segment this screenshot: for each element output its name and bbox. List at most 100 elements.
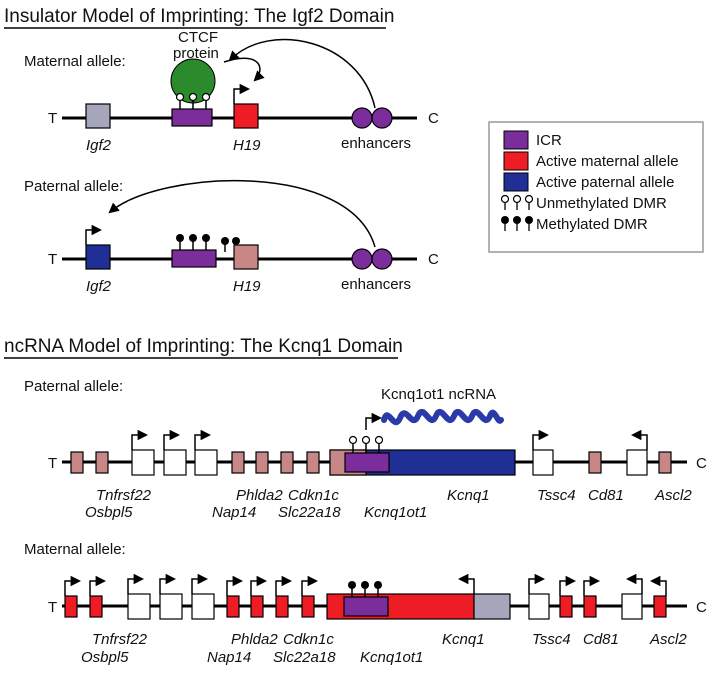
unmethylated-dmr [348, 435, 384, 453]
ctcf-label-line1: CTCF [178, 29, 218, 46]
cdkn1c-gene-box [301, 595, 315, 618]
promoter-arrow [250, 575, 268, 596]
h19-promoter-arrow [233, 83, 251, 104]
maternal-allele-label: Maternal allele: [24, 541, 126, 558]
h19-gene-box [233, 244, 259, 270]
phlda2-gene-box [231, 451, 245, 474]
tssc4-gene-box [626, 449, 648, 476]
gene-label-kcnq1: Kcnq1 [442, 631, 485, 648]
gene-label-nap14: Nap14 [207, 649, 251, 666]
unmethylated-dmr [175, 92, 211, 109]
ncrna-model-title: ncRNA Model of Imprinting: The Kcnq1 Dom… [4, 336, 403, 357]
tnfrsf22-gene-box [127, 593, 151, 620]
ctcf-label-line2: protein [173, 45, 219, 62]
chromosome-end-centromeric: C [428, 110, 439, 127]
enhancer-1 [351, 248, 373, 270]
paternal-allele-label: Paternal allele: [24, 378, 123, 395]
promoter-arrow [630, 429, 648, 450]
enhancer-1 [351, 107, 373, 129]
ascl2-gene-box [653, 595, 667, 618]
slc22a18-gene-box [275, 595, 289, 618]
igf2-promoter-arrow [85, 224, 103, 245]
chromosome-end-centromeric: C [696, 599, 707, 616]
igf2-gene-label: Igf2 [86, 137, 112, 154]
cdkn1c-gene-box [306, 451, 320, 474]
h19-gene-label: H19 [233, 278, 261, 295]
kcnq1ot1-ncrna-squiggle [381, 409, 504, 426]
ascl2-neighbor-gene-box [621, 593, 643, 620]
chromosome-end-centromeric: C [696, 455, 707, 472]
ncrna-label: Kcnq1ot1 ncRNA [381, 386, 496, 403]
tnfrsf22-gene-box [194, 449, 218, 476]
legend: ICR Active maternal allele Active patern… [488, 121, 704, 253]
enhancer-2 [371, 107, 393, 129]
gene-label-kcnq1: Kcnq1 [447, 487, 490, 504]
igf2-gene-label: Igf2 [86, 278, 112, 295]
cd81-gene-box [588, 451, 602, 474]
methylated-dmr [176, 234, 240, 252]
gene-label-kcnq1ot1: Kcnq1ot1 [360, 649, 423, 666]
chromosome-end-telomeric: T [48, 110, 57, 127]
promoter-arrow [131, 429, 149, 450]
legend-icr-label: ICR [536, 132, 562, 149]
gene-label-phlda2: Phlda2 [231, 631, 278, 648]
promoter-arrow [127, 573, 145, 594]
gene-label-slc22a18: Slc22a18 [273, 649, 336, 666]
gene-label-phlda2: Phlda2 [236, 487, 283, 504]
enhancer-arrow-to-h19 [223, 57, 265, 82]
promoter-arrow [159, 573, 177, 594]
gene-label-kcnq1ot1: Kcnq1ot1 [364, 504, 427, 521]
promoter-arrow [625, 573, 643, 594]
legend-maternal-label: Active maternal allele [536, 153, 679, 170]
kcnq1ot1-icr-box [344, 452, 390, 473]
enhancer-arrow-to-igf2 [108, 180, 376, 248]
osbpl5-gene-box [64, 595, 78, 618]
gene-label-ascl2: Ascl2 [649, 631, 687, 648]
gene-label-tnfrsf22: Tnfrsf22 [96, 487, 152, 504]
kcnq1ot1-icr-box [343, 596, 389, 617]
legend-icr-swatch [503, 130, 529, 150]
ascl2-gene-box [658, 451, 672, 474]
h19-gene-box [233, 103, 259, 129]
enhancer-2 [371, 248, 393, 270]
icr-box [171, 249, 217, 268]
nap14-gene-box [250, 595, 264, 618]
slc22a18-gene-box [280, 451, 294, 474]
kcnq1-maternal-allele: Maternal allele: T C [24, 541, 707, 666]
igf2-gene-box [85, 244, 111, 270]
promoter-arrow [649, 575, 667, 596]
promoter-arrow [163, 429, 181, 450]
legend-unmethylated-icon [500, 194, 534, 210]
enhancer-arrow-blocked [228, 38, 376, 109]
promoter-arrow [583, 575, 601, 596]
tssc4-gene-box [532, 449, 554, 476]
kcnq1ot1-promoter-arrow [365, 412, 383, 430]
promoter-arrow [194, 429, 212, 450]
methylated-dmr [348, 581, 382, 597]
gene-label-cd81: Cd81 [583, 631, 619, 648]
chromosome-end-centromeric: C [428, 251, 439, 268]
enhancers-label: enhancers [341, 276, 411, 293]
gene-label-tssc4: Tssc4 [537, 487, 576, 504]
gene-label-tssc4: Tssc4 [532, 631, 571, 648]
promoter-arrow [559, 575, 577, 596]
gene-label-cdkn1c: Cdkn1c [283, 631, 334, 648]
insulator-model-title: Insulator Model of Imprinting: The Igf2 … [4, 6, 394, 27]
phlda2-gene-box [226, 595, 240, 618]
igf2-maternal-allele: Maternal allele: T C Igf2 CTCF protein H… [24, 29, 439, 154]
gene-label-cdkn1c: Cdkn1c [288, 487, 339, 504]
legend-paternal-swatch [503, 172, 529, 192]
igf2-paternal-allele: Paternal allele: T C Igf2 H19 enhancers [24, 178, 439, 295]
enhancers-label: enhancers [341, 135, 411, 152]
promoter-arrow [191, 573, 209, 594]
promoter-arrow [301, 575, 319, 596]
promoter-arrow [226, 575, 244, 596]
chromosome-end-telomeric: T [48, 599, 57, 616]
h19-gene-label: H19 [233, 137, 261, 154]
promoter-arrow [89, 575, 107, 596]
tssc4-gene-box [559, 595, 573, 618]
legend-maternal-swatch [503, 151, 529, 171]
gene-label-ascl2: Ascl2 [654, 487, 692, 504]
kcnq1-paternal-allele: Paternal allele: T C Kcnq1ot1 ncRNA [24, 378, 707, 521]
